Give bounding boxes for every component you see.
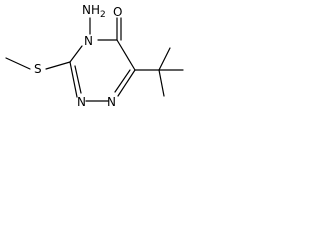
ring-n2-label: N [77,95,86,109]
molecule-canvas: NH2 N O S N N [0,0,226,120]
bond-cq-me3 [158,69,165,97]
bond-n2-c3 [69,61,78,98]
bond-c6-n1 [117,69,136,97]
bond-s-ch3 [5,57,31,70]
bond-c3-s [45,61,71,70]
bond-c6-n1-double [114,69,131,93]
bond-c5-c6 [116,39,136,71]
sulfur-label: S [34,62,42,76]
ring-n1-label: N [107,95,116,109]
bond-n2-c3-double [74,65,82,94]
ring-n4-label: N [84,34,93,48]
bond-c3-n4 [69,45,83,63]
bond-cq-me1 [158,47,171,71]
molecule-structure: NH2 N O S N N [5,3,184,109]
carbonyl-oxygen-label: O [113,5,122,19]
amino-group-label: NH2 [82,3,106,20]
